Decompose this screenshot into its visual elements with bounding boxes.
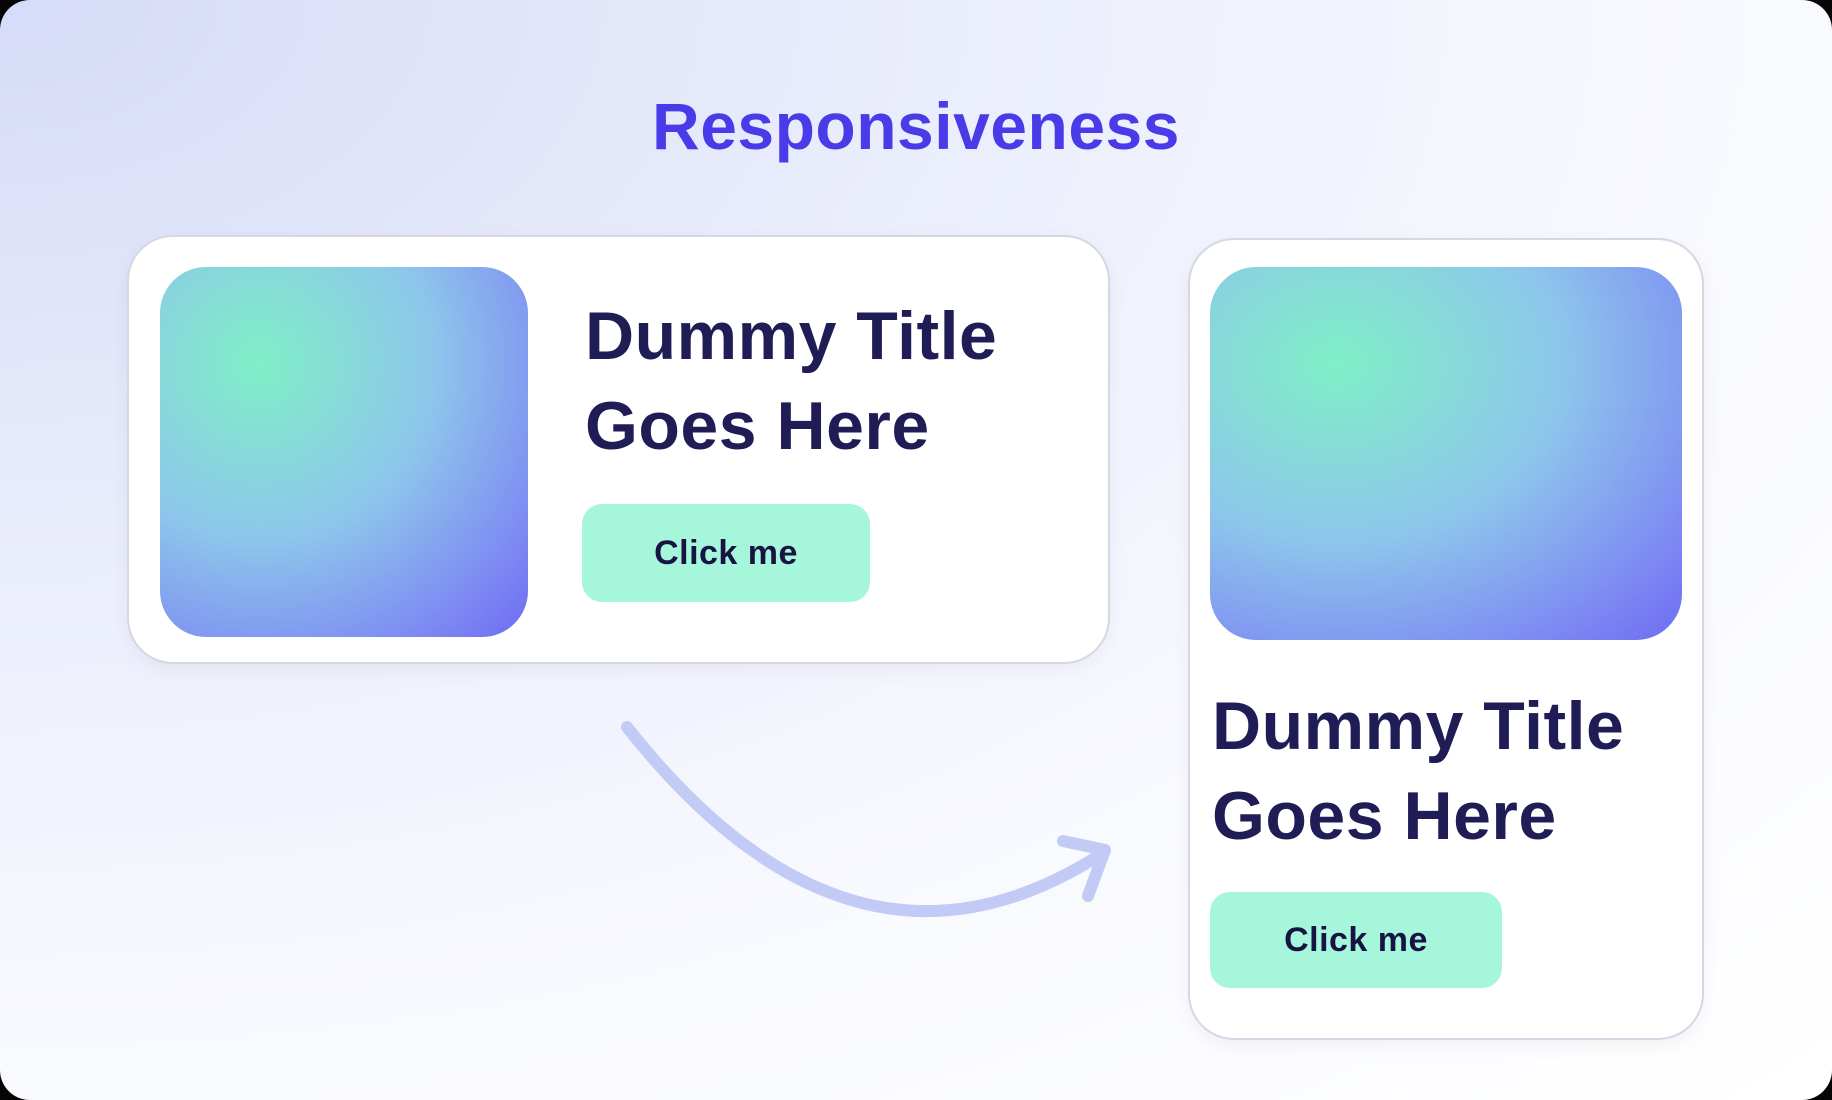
- curved-arrow-icon: [621, 721, 1111, 918]
- card-title-line1: Dummy Title: [1212, 688, 1625, 764]
- click-me-button[interactable]: Click me: [582, 504, 870, 602]
- click-me-button[interactable]: Click me: [1210, 892, 1502, 988]
- card-title: Dummy Title Goes Here: [585, 291, 997, 471]
- page-title: Responsiveness: [652, 89, 1180, 163]
- image-placeholder: [160, 267, 528, 637]
- card-vertical: Dummy Title Goes Here Click me: [1188, 238, 1704, 1040]
- image-placeholder: [1210, 267, 1682, 640]
- card-title: Dummy Title Goes Here: [1212, 681, 1624, 861]
- card-title-line1: Dummy Title: [585, 298, 998, 374]
- card-title-line2: Goes Here: [1212, 778, 1557, 854]
- card-title-line2: Goes Here: [585, 388, 930, 464]
- card-horizontal: Dummy Title Goes Here Click me: [127, 235, 1110, 664]
